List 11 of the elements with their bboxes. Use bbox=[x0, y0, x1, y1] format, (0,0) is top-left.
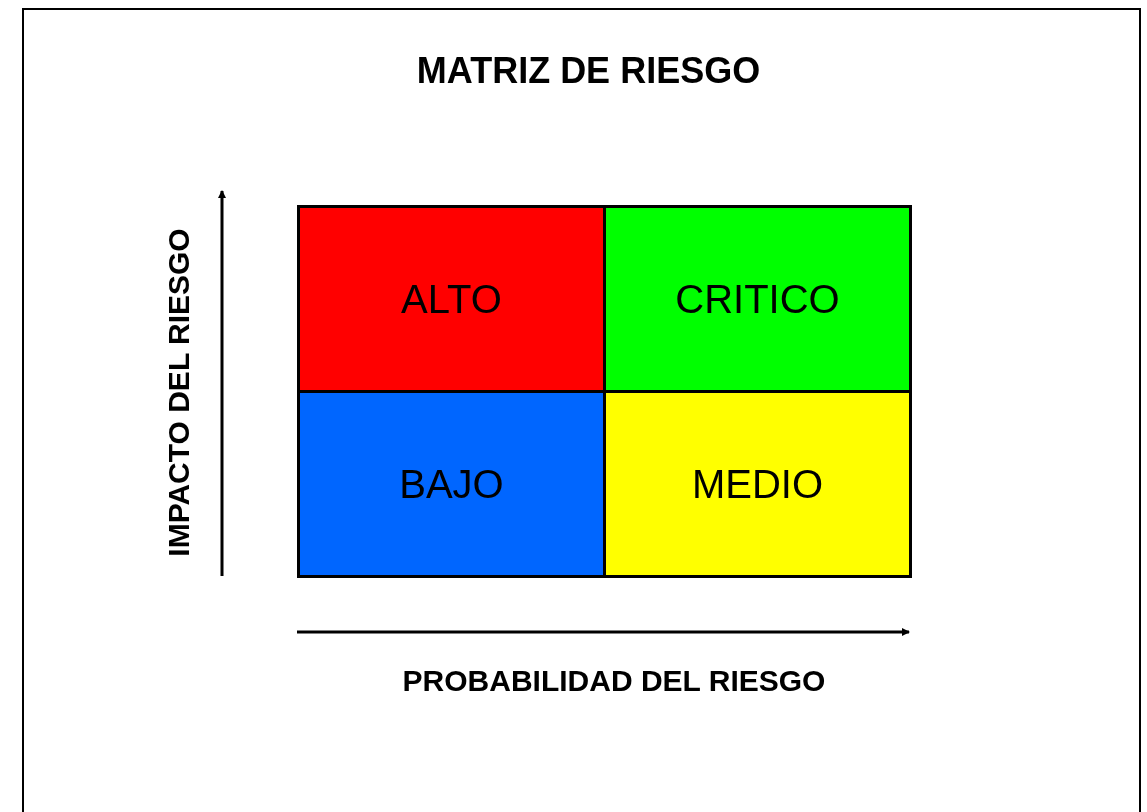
y-axis-label: IMPACTO DEL RIESGO bbox=[160, 227, 196, 557]
matrix-cell bbox=[297, 205, 606, 393]
matrix-cell bbox=[297, 390, 606, 578]
cell-label: BAJO bbox=[399, 461, 504, 508]
matrix-cell bbox=[603, 390, 912, 578]
title: MATRIZ DE RIESGO bbox=[415, 49, 762, 93]
cell-label: MEDIO bbox=[691, 461, 824, 508]
x-axis-label: PROBABILIDAD DEL RIESGO bbox=[401, 663, 827, 699]
cell-label: ALTO bbox=[401, 276, 502, 323]
cell-label: CRITICO bbox=[675, 276, 840, 323]
matrix-cell bbox=[603, 205, 912, 393]
